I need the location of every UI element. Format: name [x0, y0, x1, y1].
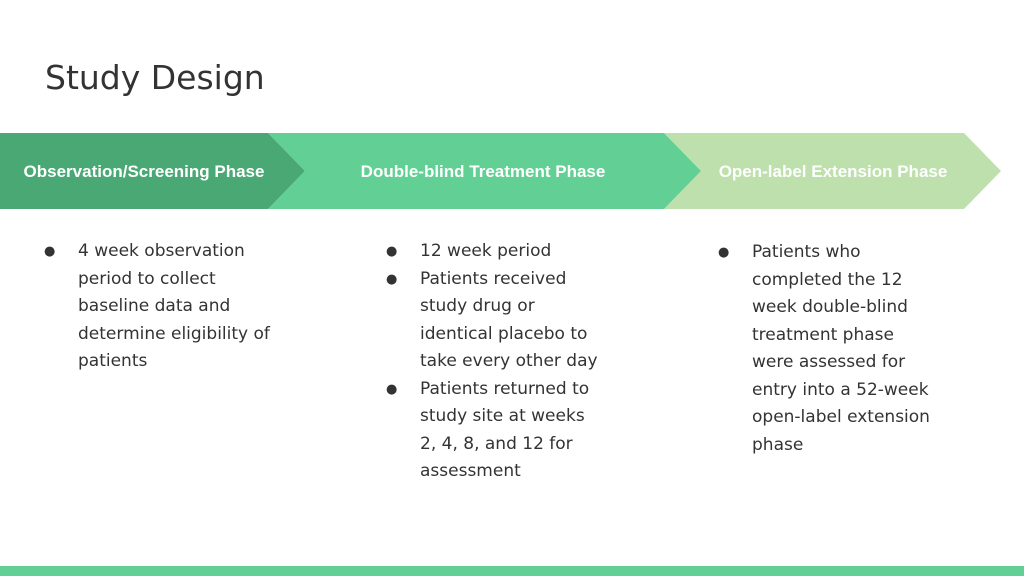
phase-label-1: Observation/Screening Phase [24, 162, 265, 181]
slide-title: Study Design [45, 58, 265, 97]
bullet-icon: ● [386, 244, 398, 259]
bullet-text: 4 week observation period to collect bas… [78, 241, 270, 371]
phase-arrow-3 [664, 133, 1001, 209]
phase-1-details: ● 4 week observation period to collect b… [44, 238, 284, 376]
bullet-text: Patients returned to study site at weeks… [420, 378, 590, 482]
phase-label-3: Open-label Extension Phase [719, 162, 948, 181]
phase-arrow-diagram: Observation/Screening Phase Double-blind… [0, 133, 1001, 209]
list-item: ● 12 week period [386, 238, 606, 266]
bullet-text: Patients received study drug or identica… [420, 268, 598, 372]
phase-arrow-1 [0, 133, 305, 209]
phase-3-details: ● Patients who completed the 12 week dou… [718, 239, 933, 459]
list-item: ● Patients who completed the 12 week dou… [718, 239, 933, 459]
phase-1-bullet-list: ● 4 week observation period to collect b… [44, 238, 284, 376]
phase-2-bullet-list: ● 12 week period ● Patients received stu… [386, 238, 606, 486]
bullet-text: Patients who completed the 12 week doubl… [752, 242, 930, 455]
bottom-accent-bar [0, 566, 1024, 576]
bullet-icon: ● [718, 245, 730, 260]
bullet-icon: ● [44, 244, 56, 259]
bullet-icon: ● [386, 271, 398, 287]
list-item: ● Patients received study drug or identi… [386, 266, 606, 376]
phase-2-details: ● 12 week period ● Patients received stu… [386, 238, 606, 486]
phase-arrow-2 [268, 133, 701, 209]
list-item: ● 4 week observation period to collect b… [44, 238, 284, 376]
bullet-icon: ● [386, 381, 398, 397]
list-item: ● Patients returned to study site at wee… [386, 376, 606, 486]
phase-label-2: Double-blind Treatment Phase [361, 162, 606, 181]
phase-3-bullet-list: ● Patients who completed the 12 week dou… [718, 239, 933, 459]
bullet-text: 12 week period [420, 241, 552, 261]
